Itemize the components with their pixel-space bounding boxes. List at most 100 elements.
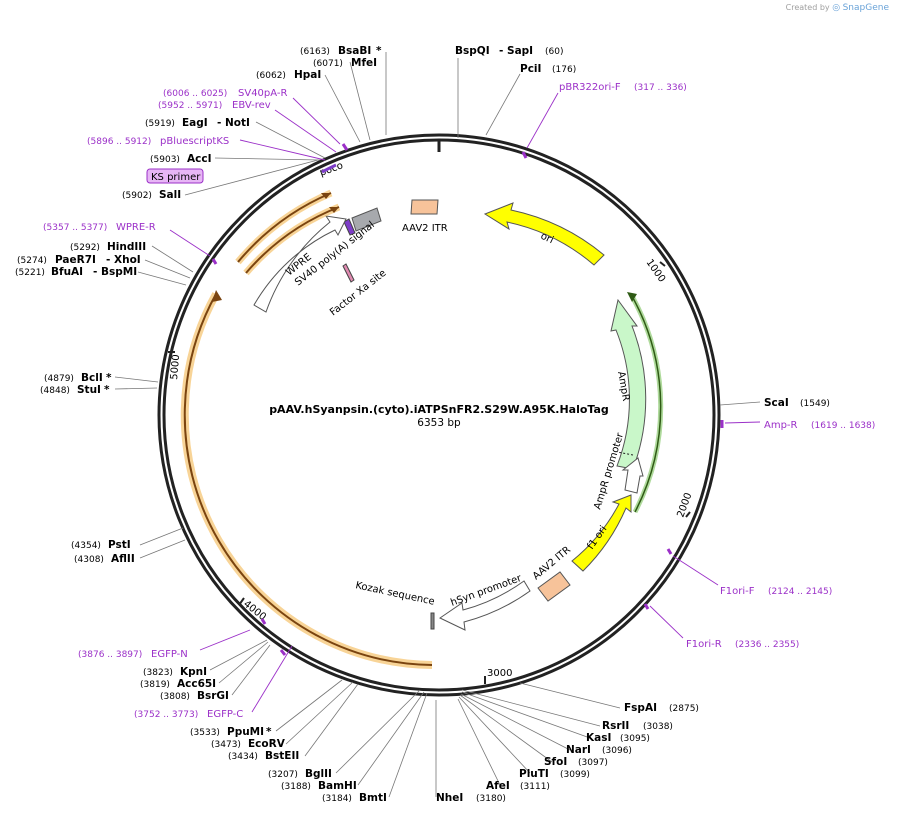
primer-range-amp-r: (1619 .. 1638) bbox=[811, 421, 875, 431]
enzyme-stui[interactable]: StuI bbox=[77, 384, 101, 396]
ampr-dashed-mark bbox=[616, 451, 634, 456]
enzyme-pcii[interactable]: PciI bbox=[520, 63, 541, 75]
right-leader-lines bbox=[435, 58, 761, 797]
enzyme-bsabi[interactable]: BsaBI bbox=[338, 45, 371, 57]
f1-ori-feature[interactable] bbox=[571, 494, 632, 572]
primer-ebv-rev[interactable]: EBV-rev bbox=[232, 100, 271, 111]
aav2-itr-bottom-feature[interactable] bbox=[537, 571, 571, 602]
wpre-feature[interactable] bbox=[253, 215, 347, 313]
ampr-feature[interactable] bbox=[610, 298, 647, 470]
enzyme-bglii[interactable]: BglII bbox=[305, 768, 332, 780]
orf-arc-outer-head bbox=[321, 193, 331, 199]
enzyme-pos-pcii: (176) bbox=[552, 65, 576, 75]
enzyme-bspqi[interactable]: BspQI bbox=[455, 45, 490, 57]
primer-sv40pa-r[interactable]: SV40pA-R bbox=[238, 88, 287, 99]
enzyme-pos-bsteii: (3434) bbox=[228, 752, 258, 762]
enzyme-psti[interactable]: PstI bbox=[108, 539, 131, 551]
enzyme-nhei[interactable]: NheI bbox=[436, 792, 463, 804]
created-by-text: Created by bbox=[785, 3, 830, 12]
snapgene-logo-icon: ◎ bbox=[832, 3, 841, 13]
small-purple-feature[interactable] bbox=[343, 218, 356, 236]
enzyme-hpai[interactable]: HpaI bbox=[294, 69, 321, 81]
ks-primer-label: KS primer bbox=[151, 172, 201, 183]
enzyme-pluti[interactable]: PluTI bbox=[519, 768, 549, 780]
enzyme-xhoi[interactable]: - XhoI bbox=[106, 254, 141, 266]
primer-range-sv40pa-r: (6006 .. 6025) bbox=[163, 89, 227, 99]
enzyme-pos-bglii: (3207) bbox=[268, 770, 298, 780]
enzyme-nari[interactable]: NarI bbox=[566, 744, 591, 756]
enzyme-sapi[interactable]: - SapI bbox=[499, 45, 533, 57]
enzyme-star-stui: * bbox=[104, 384, 110, 396]
enzyme-bsteii[interactable]: BstEII bbox=[265, 750, 299, 762]
orf-arc-inner-line bbox=[245, 206, 340, 274]
enzyme-pos-hindiii: (5292) bbox=[70, 243, 100, 253]
orf-arc-outer[interactable] bbox=[235, 189, 333, 265]
primer-wpre-r[interactable]: WPRE-R bbox=[116, 222, 156, 233]
enzyme-bfuai[interactable]: BfuAI bbox=[51, 266, 83, 278]
primer-range-egfp-n: (3876 .. 3897) bbox=[78, 650, 142, 660]
orf-arc-outer-line bbox=[237, 192, 332, 263]
primer-range-f1ori-r: (2336 .. 2355) bbox=[735, 640, 799, 650]
aav2-itr-top-label: AAV2 ITR bbox=[402, 223, 448, 234]
poco-feature[interactable] bbox=[321, 163, 337, 174]
aav2-itr-top-feature[interactable] bbox=[410, 199, 439, 215]
ampr-promoter-feature[interactable] bbox=[621, 457, 644, 494]
enzyme-ppumi[interactable]: PpuMI bbox=[227, 726, 264, 738]
ks-primer-badge[interactable] bbox=[146, 168, 204, 184]
plasmid-length: 6353 bp bbox=[417, 417, 461, 429]
enzyme-bmti[interactable]: BmtI bbox=[359, 792, 387, 804]
enzyme-pos-bspqi: (60) bbox=[545, 47, 563, 57]
ori-feature[interactable] bbox=[483, 202, 605, 266]
kozak-feature[interactable] bbox=[430, 612, 435, 630]
enzyme-scai[interactable]: ScaI bbox=[764, 397, 789, 409]
enzyme-pos-rsrii: (3038) bbox=[643, 722, 673, 732]
primer-egfp-n[interactable]: EGFP-N bbox=[151, 649, 188, 660]
enzyme-fspai[interactable]: FspAI bbox=[624, 702, 657, 714]
enzyme-pos-acc65i: (3819) bbox=[140, 680, 170, 690]
primer-f1ori-r[interactable]: F1ori-R bbox=[686, 639, 722, 650]
factor-xa-feature[interactable] bbox=[342, 263, 355, 283]
enzyme-kasi[interactable]: KasI bbox=[586, 732, 611, 744]
enzyme-pos-bamhi: (3188) bbox=[281, 782, 311, 792]
primer-range-pbr322ori-f: (317 .. 336) bbox=[634, 83, 687, 93]
primer-range-wpre-r: (5357 .. 5377) bbox=[43, 223, 107, 233]
enzyme-kpni[interactable]: KpnI bbox=[180, 666, 207, 678]
enzyme-bcli[interactable]: BclI bbox=[81, 372, 103, 384]
enzyme-ecorv[interactable]: EcoRV bbox=[248, 738, 286, 750]
enzyme-acci[interactable]: AccI bbox=[187, 153, 211, 165]
primer-egfp-c[interactable]: EGFP-C bbox=[207, 709, 243, 720]
enzyme-pos-scai: (1549) bbox=[800, 399, 830, 409]
enzyme-afei[interactable]: AfeI bbox=[486, 780, 510, 792]
enzyme-pos-aflii: (4308) bbox=[74, 555, 104, 565]
primer-range-f1ori-f: (2124 .. 2145) bbox=[768, 587, 832, 597]
kozak-label: Kozak sequence bbox=[354, 580, 435, 608]
enzyme-pos-bfuai: (5221) bbox=[15, 268, 45, 278]
ampr-green-line-inner bbox=[632, 297, 662, 513]
enzyme-sali[interactable]: SalI bbox=[159, 189, 181, 201]
enzyme-eagi[interactable]: EagI bbox=[182, 117, 208, 129]
primer-amp-r[interactable]: Amp-R bbox=[764, 420, 798, 431]
hsyn-promoter-feature[interactable] bbox=[439, 580, 531, 631]
ampr-green-head bbox=[627, 292, 637, 302]
primer-f1ori-f[interactable]: F1ori-F bbox=[720, 586, 755, 597]
enzyme-pos-bmti: (3184) bbox=[322, 794, 352, 804]
enzyme-pos-sfoi: (3097) bbox=[578, 758, 608, 768]
primer-pbr322ori-f[interactable]: pBR322ori-F bbox=[559, 82, 621, 93]
enzyme-sfoi[interactable]: SfoI bbox=[544, 756, 567, 768]
enzyme-bsrgi[interactable]: BsrGI bbox=[197, 690, 229, 702]
enzyme-noti[interactable]: - NotI bbox=[217, 117, 250, 129]
enzyme-pos-stui: (4848) bbox=[40, 386, 70, 396]
enzyme-paer7i[interactable]: PaeR7I bbox=[55, 254, 96, 266]
sv40-polya-feature[interactable] bbox=[351, 207, 382, 232]
enzyme-rsrii[interactable]: RsrII bbox=[602, 720, 629, 732]
enzyme-star-bcli: * bbox=[106, 372, 112, 384]
primer-pbluescriptks[interactable]: pBluescriptKS bbox=[160, 136, 229, 147]
primer-leader-lines bbox=[169, 92, 761, 713]
enzyme-acc65i[interactable]: Acc65I bbox=[177, 678, 216, 690]
enzyme-bspmi[interactable]: - BspMI bbox=[93, 266, 137, 278]
enzyme-hindiii[interactable]: HindIII bbox=[107, 241, 146, 253]
orf-arc-large[interactable] bbox=[180, 292, 433, 669]
enzyme-bamhi[interactable]: BamHI bbox=[318, 780, 357, 792]
enzyme-mfei[interactable]: MfeI bbox=[351, 57, 377, 69]
enzyme-aflii[interactable]: AflII bbox=[111, 553, 135, 565]
